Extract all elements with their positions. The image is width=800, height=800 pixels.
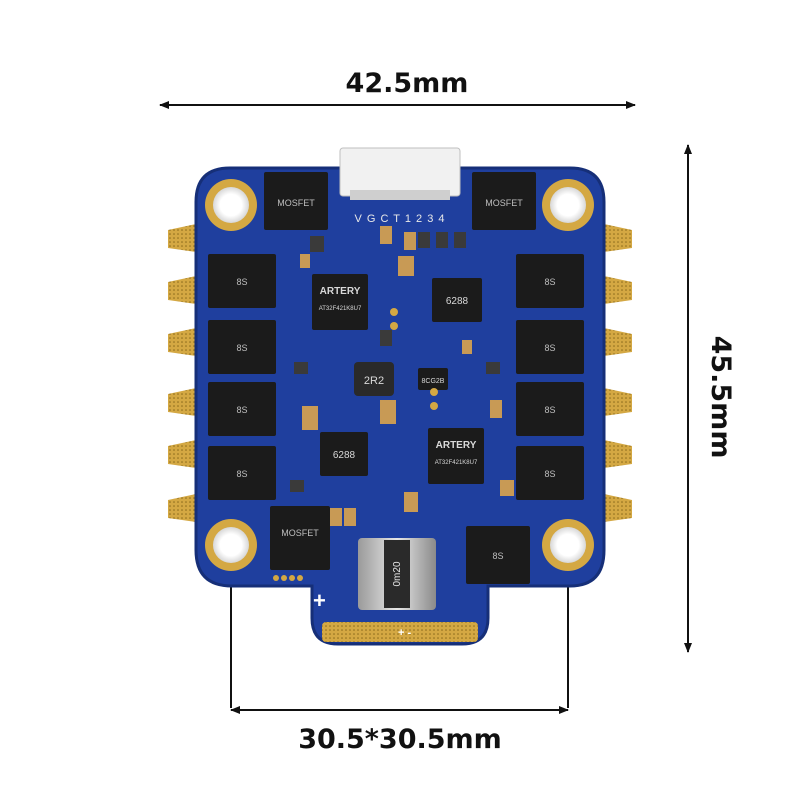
esc-board: + + - V G C T 1 2 3 4 MOSFET [168,147,632,646]
svg-text:8S: 8S [544,405,555,415]
mosfet: 8S [208,320,276,374]
connector-housing [339,147,461,197]
connector-pins [350,190,450,200]
mosfet: 8S [466,526,530,584]
svg-text:AT32F421K8U7: AT32F421K8U7 [435,460,478,466]
passive-components [300,226,514,526]
driver-chip: 6288 [320,432,368,476]
mounting-holes [205,179,594,571]
current-shunt: 0m20 [358,538,436,610]
svg-text:8S: 8S [236,405,247,415]
svg-text:MOSFET: MOSFET [277,198,315,208]
svg-text:8S: 8S [236,343,247,353]
mosfet: MOSFET [472,172,536,230]
svg-text:8S: 8S [492,551,503,561]
svg-text:8S: 8S [544,343,555,353]
svg-text:2R2: 2R2 [364,375,384,387]
mounting-hole [550,527,586,563]
signal-connector: V G C T 1 2 3 4 [339,147,461,225]
svg-text:8S: 8S [544,469,555,479]
mosfet: MOSFET [270,506,330,570]
plus-marking: + [313,588,326,613]
mount-dimension-label: 30.5*30.5mm [298,724,502,755]
svg-text:0m20: 0m20 [392,561,403,586]
svg-text:ARTERY: ARTERY [436,440,477,451]
svg-text:6288: 6288 [333,450,356,461]
svg-text:8S: 8S [544,277,555,287]
mosfet: 8S [516,382,584,436]
svg-text:MOSFET: MOSFET [281,528,319,538]
mcu-chip: ARTERY AT32F421K8U7 [312,274,368,330]
width-dimension-label: 42.5mm [346,68,469,99]
battery-pad [322,622,478,642]
mosfet: 8S [516,320,584,374]
inductor: 2R2 [354,362,394,396]
svg-text:ARTERY: ARTERY [320,286,361,297]
mounting-hole [213,527,249,563]
mcu-chip: ARTERY AT32F421K8U7 [428,428,484,484]
pad-polarity-label: + - [398,627,411,639]
capacitors [290,232,500,492]
small-chip: 8CG2B [418,368,448,390]
height-dimension-label: 45.5mm [705,336,736,459]
mosfet: 8S [208,446,276,500]
mosfets: MOSFET MOSFET 8S 8S 8S 8S 8S 8S 8S 8S MO… [208,172,584,584]
svg-text:6288: 6288 [446,296,469,307]
connector-pin-labels: V G C T 1 2 3 4 [354,213,445,225]
mosfet: 8S [516,446,584,500]
svg-text:8CG2B: 8CG2B [422,378,445,385]
top-dimension: 42.5mm [159,68,636,109]
mosfet: 8S [208,254,276,308]
mounting-hole [213,187,249,223]
svg-text:MOSFET: MOSFET [485,198,523,208]
mosfet: 8S [208,382,276,436]
svg-text:AT32F421K8U7: AT32F421K8U7 [319,306,362,312]
mosfet: 8S [516,254,584,308]
svg-text:8S: 8S [236,469,247,479]
mounting-hole [550,187,586,223]
driver-chip: 6288 [432,278,482,322]
mosfet: MOSFET [264,172,328,230]
right-dimension: 45.5mm [684,144,736,653]
svg-text:8S: 8S [236,277,247,287]
test-points [273,308,438,581]
